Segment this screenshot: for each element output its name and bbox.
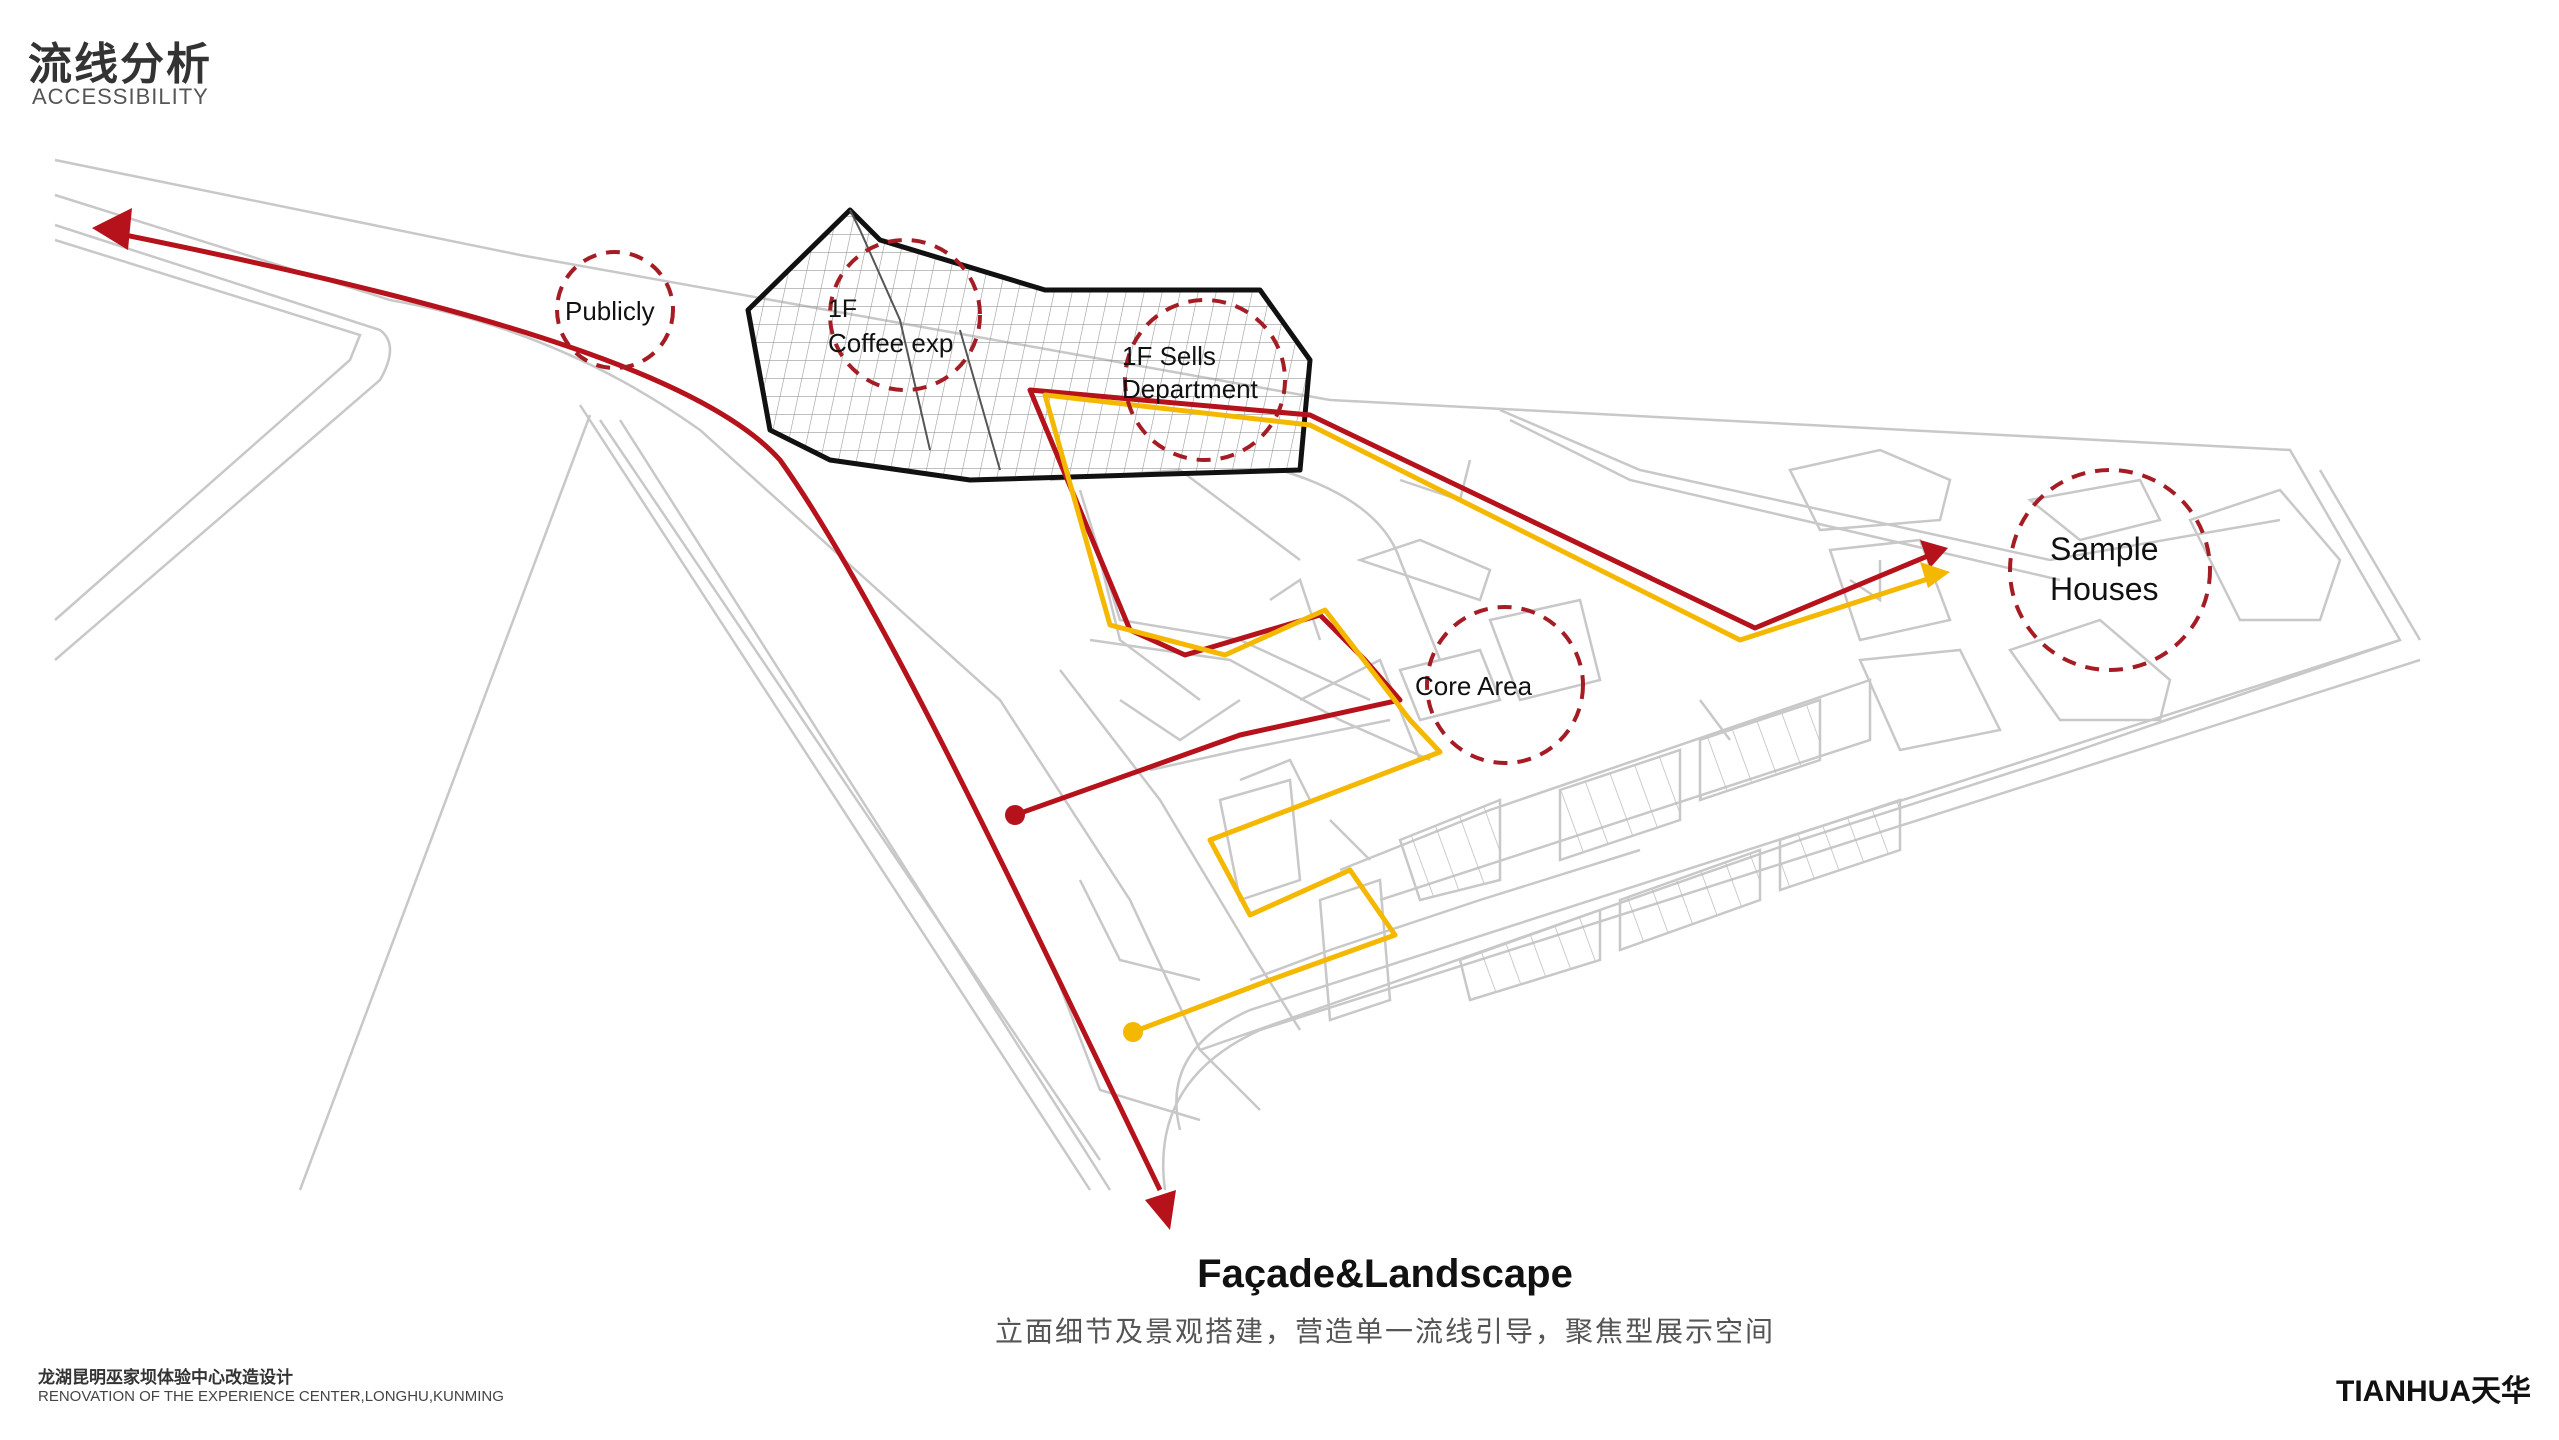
label-coffee-line1: 1F [828, 295, 857, 323]
zone-circles [555, 238, 2212, 765]
red-arrow-head-south [1145, 1190, 1176, 1230]
red-route-origin [1005, 805, 1025, 825]
main-building [745, 207, 1313, 483]
project-name-cn: 龙湖昆明巫家坝体验中心改造设计 [38, 1368, 293, 1388]
caption-subtitle: 立面细节及景观搭建，营造单一流线引导，聚焦型展示空间 [994, 1315, 1775, 1348]
yellow-route-origin [1123, 1022, 1143, 1042]
label-sample-line1: Sample [2050, 531, 2159, 567]
yellow-arrow-head [1920, 562, 1950, 588]
label-publicly: Publicly [565, 296, 655, 326]
red-arrow-head-east [1920, 540, 1948, 568]
site-linework [54, 158, 2422, 1191]
label-sells-line1: 1F Sells [1122, 341, 1216, 371]
label-core: Core Area [1415, 671, 1533, 701]
zone-circle-publicly [555, 250, 675, 370]
red-arrow-head-north [92, 208, 132, 250]
page-title: 流线分析 [28, 39, 212, 90]
brand-logo: TIANHUA天华 [2336, 1375, 2531, 1408]
page-subtitle: ACCESSIBILITY [32, 84, 209, 109]
red-route [99, 227, 1936, 1192]
zone-circle-sells [1123, 298, 1287, 462]
label-coffee-line2: Coffee exp [828, 328, 953, 358]
label-sample-line2: Houses [2050, 571, 2159, 607]
caption-title: Façade&Landscape [1197, 1252, 1573, 1296]
label-sells-line2: Department [1122, 374, 1259, 404]
project-name-en: RENOVATION OF THE EXPERIENCE CENTER,LONG… [38, 1388, 504, 1405]
yellow-route [1042, 392, 1941, 1035]
zone-circle-coffee [828, 238, 982, 392]
zone-circle-sample [2008, 468, 2212, 672]
zone-circle-core [1425, 605, 1585, 765]
